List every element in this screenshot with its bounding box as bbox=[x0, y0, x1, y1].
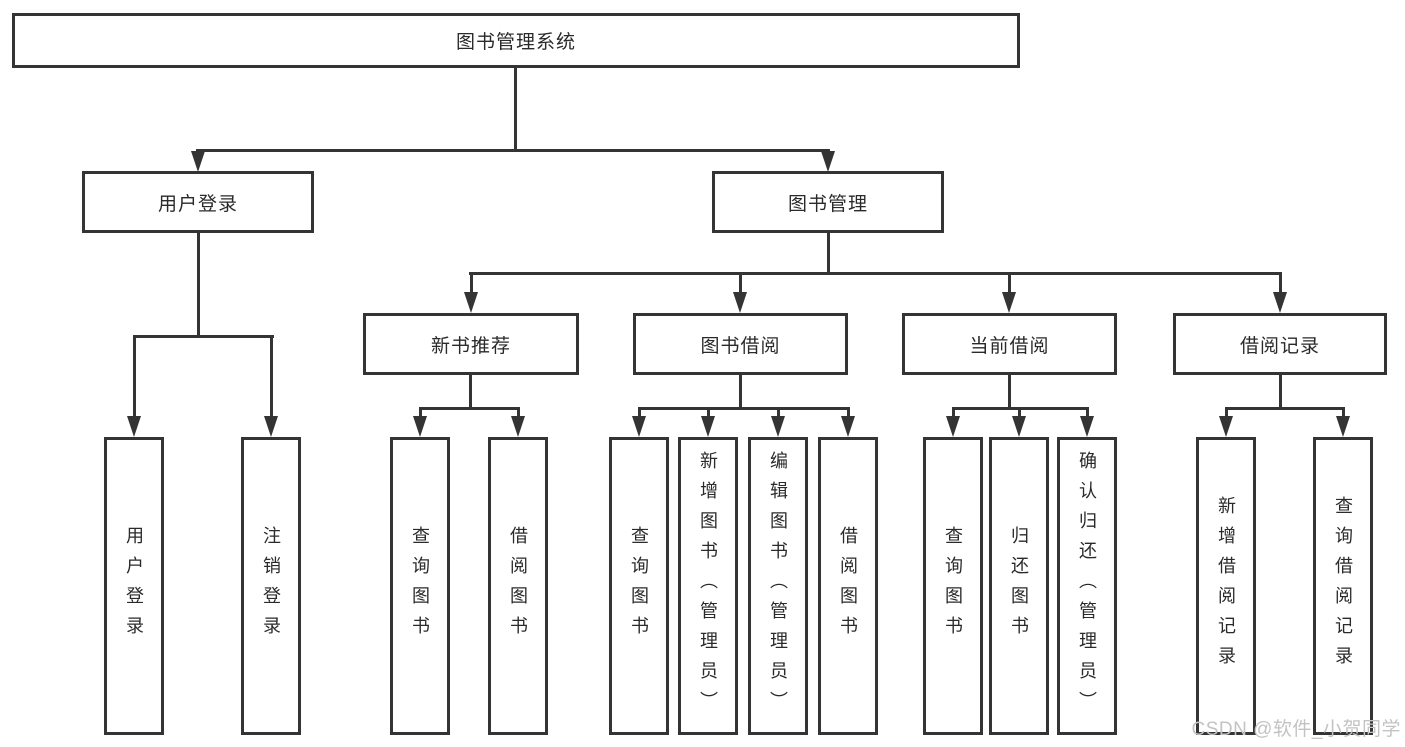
leaf-logout: 注销登录 bbox=[241, 437, 301, 735]
leaf-label: 归还图书 bbox=[1009, 526, 1029, 646]
leaf-return-book: 归还图书 bbox=[989, 437, 1049, 735]
leaf-label: 新增图书（管理员） bbox=[698, 451, 718, 721]
arrowhead-down-icon bbox=[946, 416, 960, 437]
leaf-label: 新增借阅记录 bbox=[1216, 496, 1236, 676]
leaf-label: 用户登录 bbox=[124, 526, 144, 646]
leaf-user-login: 用户登录 bbox=[104, 437, 164, 735]
leaf-label: 注销登录 bbox=[261, 526, 281, 646]
arrowhead-down-icon bbox=[771, 416, 785, 437]
csdn-watermark: CSDN @软件_小贺同学 bbox=[1191, 719, 1401, 740]
leaf-confirm-return-admin: 确认归还（管理员） bbox=[1057, 437, 1117, 735]
connector-arrow-stem bbox=[1086, 407, 1089, 419]
leaf-query-books-recommend: 查询图书 bbox=[390, 437, 450, 735]
node-book-management: 图书管理 bbox=[712, 171, 944, 233]
leaf-label: 借阅图书 bbox=[508, 526, 528, 646]
connector-arrow-stem bbox=[517, 407, 520, 419]
arrowhead-down-icon bbox=[821, 151, 835, 172]
connector-arrow-stem bbox=[1225, 407, 1228, 419]
connector-current-stem bbox=[1008, 375, 1011, 410]
connector-newbook-stem bbox=[469, 375, 472, 410]
node-label: 用户登录 bbox=[157, 193, 238, 215]
node-label: 图书管理系统 bbox=[455, 32, 576, 53]
leaf-label: 编辑图书（管理员） bbox=[768, 451, 788, 721]
arrowhead-down-icon bbox=[127, 416, 141, 437]
connector-arrow-stem bbox=[952, 407, 955, 419]
node-label: 借阅记录 bbox=[1239, 335, 1320, 357]
arrowhead-down-icon bbox=[264, 416, 278, 437]
connector-borrowing-split bbox=[638, 407, 850, 410]
node-label: 当前借阅 bbox=[969, 335, 1050, 357]
connector-newbook-split bbox=[419, 407, 520, 410]
arrowhead-down-icon bbox=[632, 416, 646, 437]
arrowhead-down-icon bbox=[191, 151, 205, 172]
arrowhead-down-icon bbox=[701, 416, 715, 437]
arrowhead-down-icon bbox=[1012, 416, 1026, 437]
leaf-borrow-books: 借阅图书 bbox=[818, 437, 878, 735]
leaf-query-borrow-record: 查询借阅记录 bbox=[1313, 437, 1373, 735]
connector-arrow-stem bbox=[133, 335, 136, 417]
leaf-add-borrow-record: 新增借阅记录 bbox=[1196, 437, 1256, 735]
arrowhead-down-icon bbox=[1336, 416, 1350, 437]
connector-arrow-stem bbox=[1018, 407, 1021, 419]
leaf-edit-book-admin: 编辑图书（管理员） bbox=[748, 437, 808, 735]
connector-arrow-stem bbox=[419, 407, 422, 419]
connector-arrow-stem bbox=[707, 407, 710, 419]
connector-borrowing-stem bbox=[739, 375, 742, 410]
connector-arrow-stem bbox=[1008, 272, 1011, 296]
node-library-management-system: 图书管理系统 bbox=[12, 13, 1020, 68]
connector-records-split bbox=[1225, 407, 1345, 410]
arrowhead-down-icon bbox=[1273, 292, 1287, 313]
leaf-label: 借阅图书 bbox=[838, 526, 858, 646]
node-borrowing-records: 借阅记录 bbox=[1173, 313, 1387, 375]
leaf-label: 查询图书 bbox=[410, 526, 430, 646]
arrowhead-down-icon bbox=[413, 416, 427, 437]
leaf-label: 查询图书 bbox=[943, 526, 963, 646]
leaf-borrow-books-recommend: 借阅图书 bbox=[488, 437, 548, 735]
node-new-book-recommendation: 新书推荐 bbox=[363, 313, 579, 375]
connector-root-split bbox=[196, 149, 830, 152]
leaf-query-books-current: 查询图书 bbox=[923, 437, 983, 735]
arrowhead-down-icon bbox=[511, 416, 525, 437]
leaf-query-books-borrowing: 查询图书 bbox=[609, 437, 669, 735]
connector-root-stem bbox=[514, 68, 517, 152]
arrowhead-down-icon bbox=[733, 292, 747, 313]
arrowhead-down-icon bbox=[464, 292, 478, 313]
node-label: 新书推荐 bbox=[430, 335, 511, 357]
arrowhead-down-icon bbox=[1002, 292, 1016, 313]
node-current-borrowing: 当前借阅 bbox=[902, 313, 1117, 375]
node-user-login: 用户登录 bbox=[82, 171, 314, 233]
arrowhead-down-icon bbox=[1219, 416, 1233, 437]
connector-user-login-stem bbox=[197, 233, 200, 338]
node-label: 图书管理 bbox=[787, 193, 868, 215]
connector-records-stem bbox=[1279, 375, 1282, 410]
connector-arrow-stem bbox=[1342, 407, 1345, 419]
connector-book-mgmt-stem bbox=[827, 233, 830, 275]
arrowhead-down-icon bbox=[1080, 416, 1094, 437]
connector-arrow-stem bbox=[847, 407, 850, 419]
leaf-label: 确认归还（管理员） bbox=[1077, 451, 1097, 721]
connector-book-mgmt-split bbox=[469, 272, 1282, 275]
connector-user-login-split bbox=[133, 335, 274, 338]
leaf-label: 查询图书 bbox=[629, 526, 649, 646]
node-book-borrowing: 图书借阅 bbox=[633, 313, 848, 375]
connector-arrow-stem bbox=[1279, 272, 1282, 296]
arrowhead-down-icon bbox=[841, 416, 855, 437]
node-label: 图书借阅 bbox=[700, 335, 781, 357]
leaf-label: 查询借阅记录 bbox=[1333, 496, 1353, 676]
connector-arrow-stem bbox=[777, 407, 780, 419]
connector-arrow-stem bbox=[470, 272, 473, 296]
connector-arrow-stem bbox=[739, 272, 742, 296]
leaf-add-book-admin: 新增图书（管理员） bbox=[678, 437, 738, 735]
connector-arrow-stem bbox=[638, 407, 641, 419]
connector-arrow-stem bbox=[270, 335, 273, 417]
